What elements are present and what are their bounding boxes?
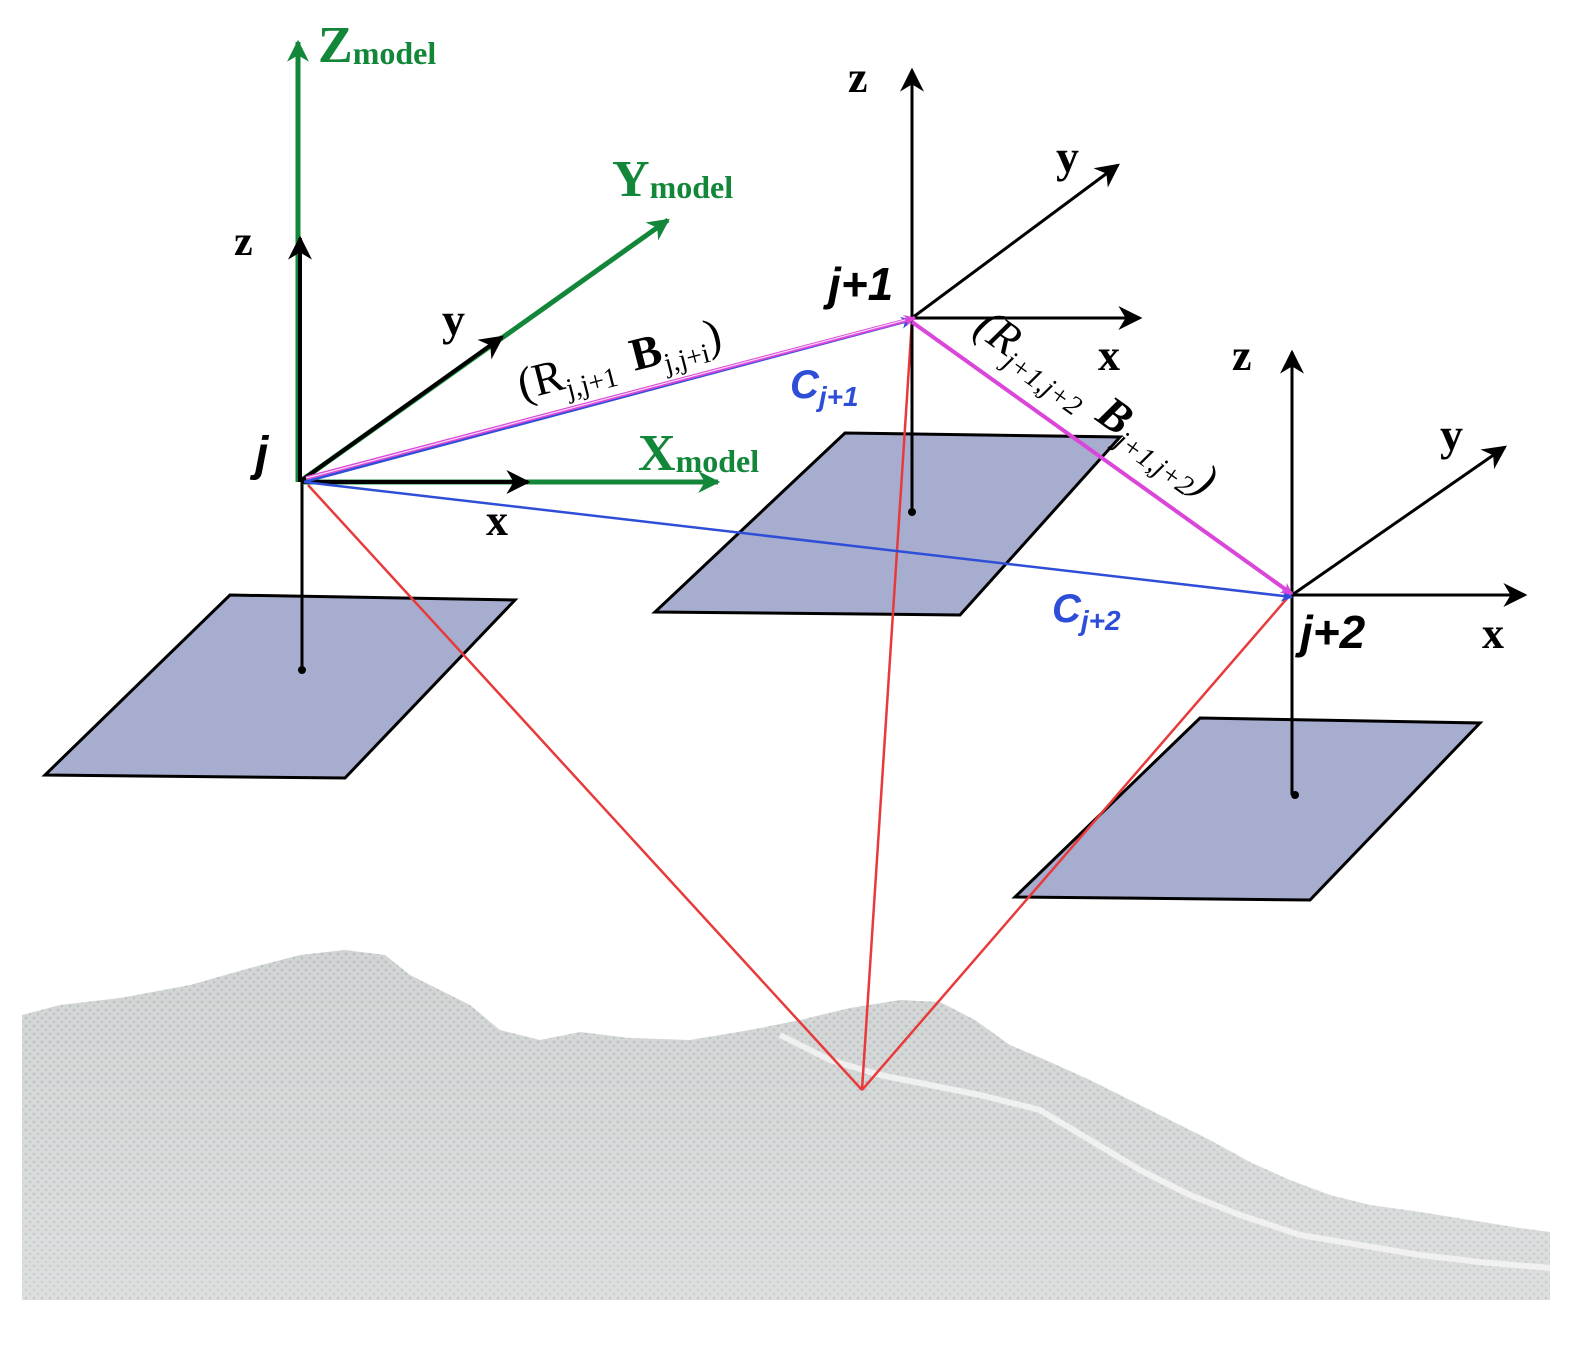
model-axis-labels: Zmodel Ymodel Xmodel [318,17,759,482]
vector-c-j2 [303,480,1294,602]
camera-j1-y-axis [911,163,1120,320]
baseline-highlight [305,319,906,479]
camera-vector-labels: Cj+1 Cj+2 [790,363,1121,636]
terrain-ridge-highlight [778,1032,1551,1271]
camera-j2-z-label: z [1232,331,1252,380]
camera-j2-y-axis [1291,445,1507,597]
camera-j1-z-label: z [848,53,868,102]
camera-j-x-label: x [486,496,508,545]
plane-center-j [298,666,306,674]
camera-j2-label: j+2 [1295,606,1366,658]
camera-j2-x-label: x [1482,609,1504,658]
terrain-overlay [22,950,1550,1300]
camera-j-z-label: z [234,219,253,265]
terrain-surface [22,950,1551,1300]
model-axes [287,39,721,493]
plane-center-j2 [1291,791,1299,799]
plane-center-dots [298,508,1299,799]
ray-j1-to-ground [860,319,914,1091]
camera-j-axes [288,235,531,494]
camera-j-label: j [249,428,270,481]
camera-j-y-axis [300,335,504,482]
plane-center-j1 [908,508,916,516]
model-y-label: Ymodel [612,151,733,208]
camera-j2-axes [1280,349,1528,607]
image-plane-j2 [1011,716,1484,902]
image-plane-j [41,593,519,780]
model-z-label: Zmodel [318,17,436,74]
camera-j1-labels: z y x j+1 [823,53,1120,380]
camera-j2-labels: z y x j+2 [1232,331,1504,658]
projection-rays [307,319,1291,1091]
camera-j1-x-label: x [1098,331,1120,380]
vector-c-j2-label: Cj+2 [1052,587,1121,636]
vector-c-j1-label: Cj+1 [790,363,859,412]
camera-j2-y-label: y [1440,409,1463,460]
camera-j1-axes [900,67,1143,330]
camera-j1-label: j+1 [823,258,893,310]
model-x-label: Xmodel [638,425,759,482]
camera-stems [300,315,1294,795]
baseline-j1-j2 [910,320,1294,596]
camera-j-y-label: y [442,294,465,345]
ray-j2-to-ground [861,594,1291,1091]
ray-j-to-ground [307,484,863,1091]
image-plane-j1 [651,431,1124,617]
baseline-label-j-j1: (Rj,j+1Bj,j+i) [512,308,728,416]
baseline-label-j-j1-text: (Rj,j+1Bj,j+i) [512,308,728,416]
camera-j1-y-label: y [1056,131,1079,182]
image-planes [41,431,1484,902]
camera-j-labels: z y x j [234,219,508,545]
